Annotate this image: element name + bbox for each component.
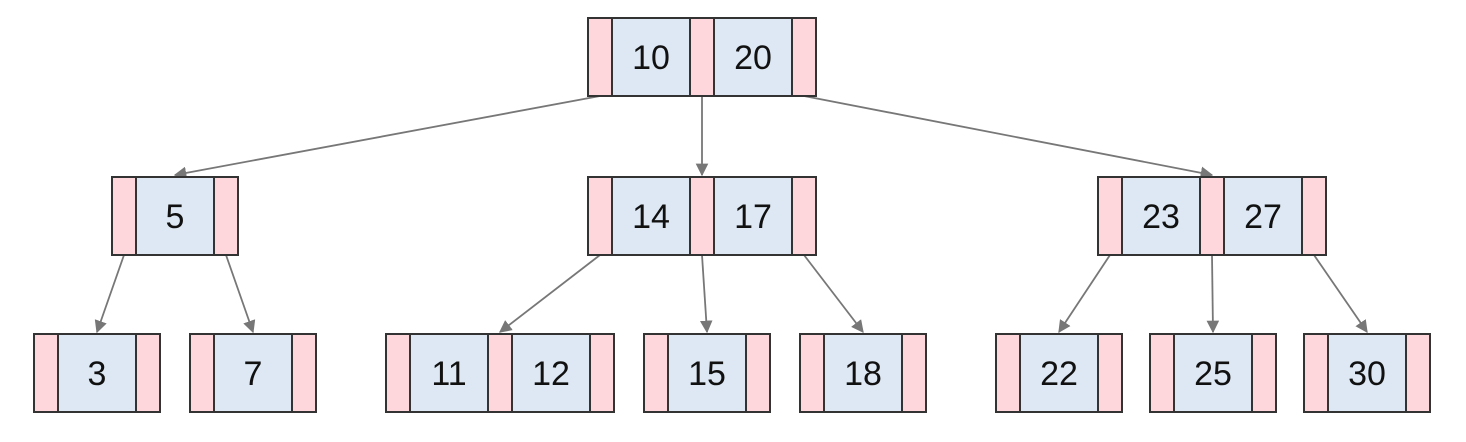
child-pointer-arrow [173, 95, 601, 180]
key-label: 3 [88, 355, 107, 393]
pointer-slot [587, 176, 613, 256]
key-label: 12 [532, 355, 570, 393]
key-cell [1327, 333, 1407, 413]
pointer-slot [1301, 176, 1327, 256]
child-pointer-arrow [1206, 254, 1220, 334]
key-label: 22 [1040, 355, 1078, 393]
pointer-slot [111, 176, 137, 256]
child-pointer-arrow [803, 95, 1214, 180]
pointer-slot [791, 176, 817, 256]
pointer-slot [643, 333, 669, 413]
pointer-slot [1199, 176, 1225, 256]
tree-node-level1-1: 14 17 [587, 176, 817, 256]
pointer-slot [587, 17, 613, 97]
tree-node-level1-2: 23 27 [1097, 176, 1327, 256]
tree-node-leaf-2: 11 12 [385, 333, 615, 413]
key-label: 30 [1348, 355, 1386, 393]
key-label: 11 [431, 355, 466, 393]
pointer-slot [1097, 333, 1123, 413]
tree-node-root: 10 20 [587, 17, 817, 97]
key-cell [213, 333, 293, 413]
tree-node-leaf-3: 15 [643, 333, 771, 413]
key-label: 10 [632, 39, 670, 77]
pointer-slot [745, 333, 771, 413]
pointer-slot [689, 17, 715, 97]
tree-node-leaf-7: 30 [1303, 333, 1431, 413]
key-cell [823, 333, 903, 413]
child-pointer-arrow [699, 254, 713, 334]
child-pointer-arrow [94, 254, 125, 334]
key-label: 27 [1244, 198, 1282, 236]
key-label: 5 [166, 198, 185, 236]
tree-node-leaf-0: 3 [33, 333, 161, 413]
nodes-group: 10 20 5 14 17 23 27 3 7 11 12 15 18 22 25 30 [33, 17, 1431, 413]
pointer-slot [1405, 333, 1431, 413]
pointer-slot [1149, 333, 1175, 413]
key-cell [1173, 333, 1253, 413]
key-label: 17 [734, 198, 772, 236]
pointer-slot [791, 17, 817, 97]
pointer-slot [213, 176, 239, 256]
child-pointer-arrow [499, 254, 601, 333]
pointer-slot [189, 333, 215, 413]
pointer-slot [385, 333, 411, 413]
key-cell [511, 333, 591, 413]
tree-node-leaf-1: 7 [189, 333, 317, 413]
pointer-slot [135, 333, 161, 413]
tree-node-leaf-4: 18 [799, 333, 927, 413]
pointer-slot [995, 333, 1021, 413]
child-pointer-arrow [803, 254, 864, 334]
child-pointer-arrow [1058, 254, 1111, 334]
key-cell [611, 176, 691, 256]
pointer-slot [799, 333, 825, 413]
key-label: 14 [632, 198, 670, 236]
key-label: 15 [688, 355, 726, 393]
key-cell [1121, 176, 1201, 256]
child-pointer-arrow [1313, 254, 1368, 334]
pointer-slot [1251, 333, 1277, 413]
pointer-slot [901, 333, 927, 413]
child-pointer-arrow [225, 254, 256, 334]
key-cell [667, 333, 747, 413]
tree-node-leaf-5: 22 [995, 333, 1123, 413]
pointer-slot [487, 333, 513, 413]
pointer-slot [1097, 176, 1123, 256]
pointer-slot [291, 333, 317, 413]
key-cell [713, 17, 793, 97]
key-label: 7 [244, 355, 263, 393]
pointer-slot [589, 333, 615, 413]
edges-group [94, 95, 1368, 334]
key-label: 20 [734, 39, 772, 77]
key-cell [1223, 176, 1303, 256]
key-cell [713, 176, 793, 256]
tree-node-leaf-6: 25 [1149, 333, 1277, 413]
key-cell [611, 17, 691, 97]
pointer-slot [1303, 333, 1329, 413]
key-label: 25 [1194, 355, 1232, 393]
key-label: 23 [1142, 198, 1180, 236]
tree-node-level1-0: 5 [111, 176, 239, 256]
pointer-slot [33, 333, 59, 413]
pointer-slot [689, 176, 715, 256]
key-cell [1019, 333, 1099, 413]
key-label: 18 [844, 355, 882, 393]
